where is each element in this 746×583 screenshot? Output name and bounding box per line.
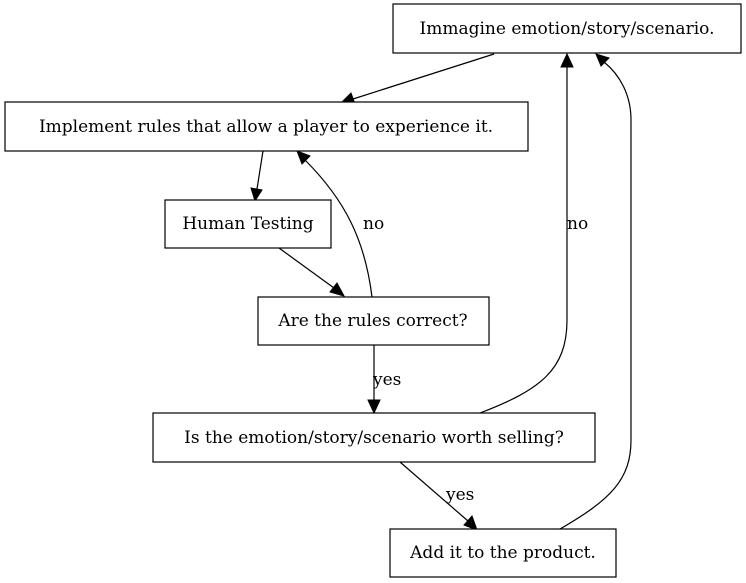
edge-selling-no-to-imagine [479, 52, 574, 414]
node-correct-label: Are the rules correct? [277, 311, 467, 331]
node-testing: Human Testing [164, 199, 332, 249]
node-correct: Are the rules correct? [257, 296, 490, 346]
node-imagine-label: Immagine emotion/story/scenario. [420, 19, 715, 39]
edge-correct-yes-to-selling [367, 345, 381, 415]
node-product-label: Add it to the product. [409, 543, 596, 563]
edge-label-correct-no: no [363, 214, 384, 234]
node-testing-label: Human Testing [182, 214, 313, 234]
node-imagine: Immagine emotion/story/scenario. [392, 3, 742, 54]
node-selling-label: Is the emotion/story/scenario worth sell… [184, 428, 564, 448]
node-implement: Implement rules that allow a player to e… [4, 101, 529, 152]
edge-correct-no-to-implement [296, 150, 373, 298]
node-implement-label: Implement rules that allow a player to e… [39, 117, 493, 137]
node-product: Add it to the product. [389, 528, 617, 578]
edge-testing-to-correct [278, 247, 346, 297]
edge-product-to-imagine [559, 53, 632, 530]
edge-imagine-to-implement [339, 53, 495, 105]
edge-selling-yes-to-product [399, 461, 478, 531]
node-selling: Is the emotion/story/scenario worth sell… [152, 412, 596, 463]
edge-label-correct-yes: yes [372, 370, 401, 390]
edge-implement-to-testing [250, 150, 264, 203]
edge-label-selling-yes: yes [445, 485, 474, 505]
edge-label-selling-no: no [567, 214, 588, 234]
